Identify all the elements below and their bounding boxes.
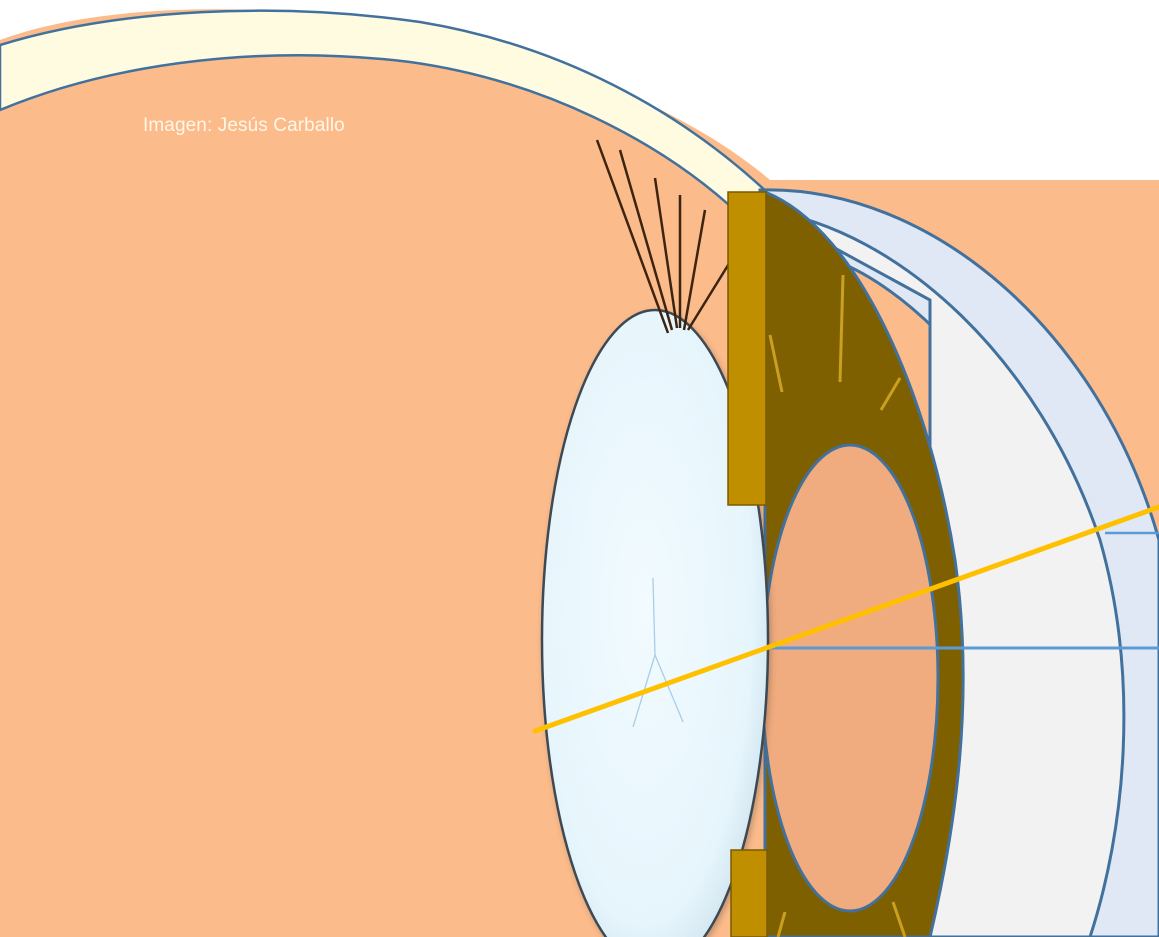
pupil bbox=[762, 445, 938, 911]
ciliary-body-upper bbox=[728, 192, 766, 505]
image-credit: Imagen: Jesús Carballo bbox=[143, 115, 345, 137]
ciliary-body-lower bbox=[731, 850, 767, 937]
